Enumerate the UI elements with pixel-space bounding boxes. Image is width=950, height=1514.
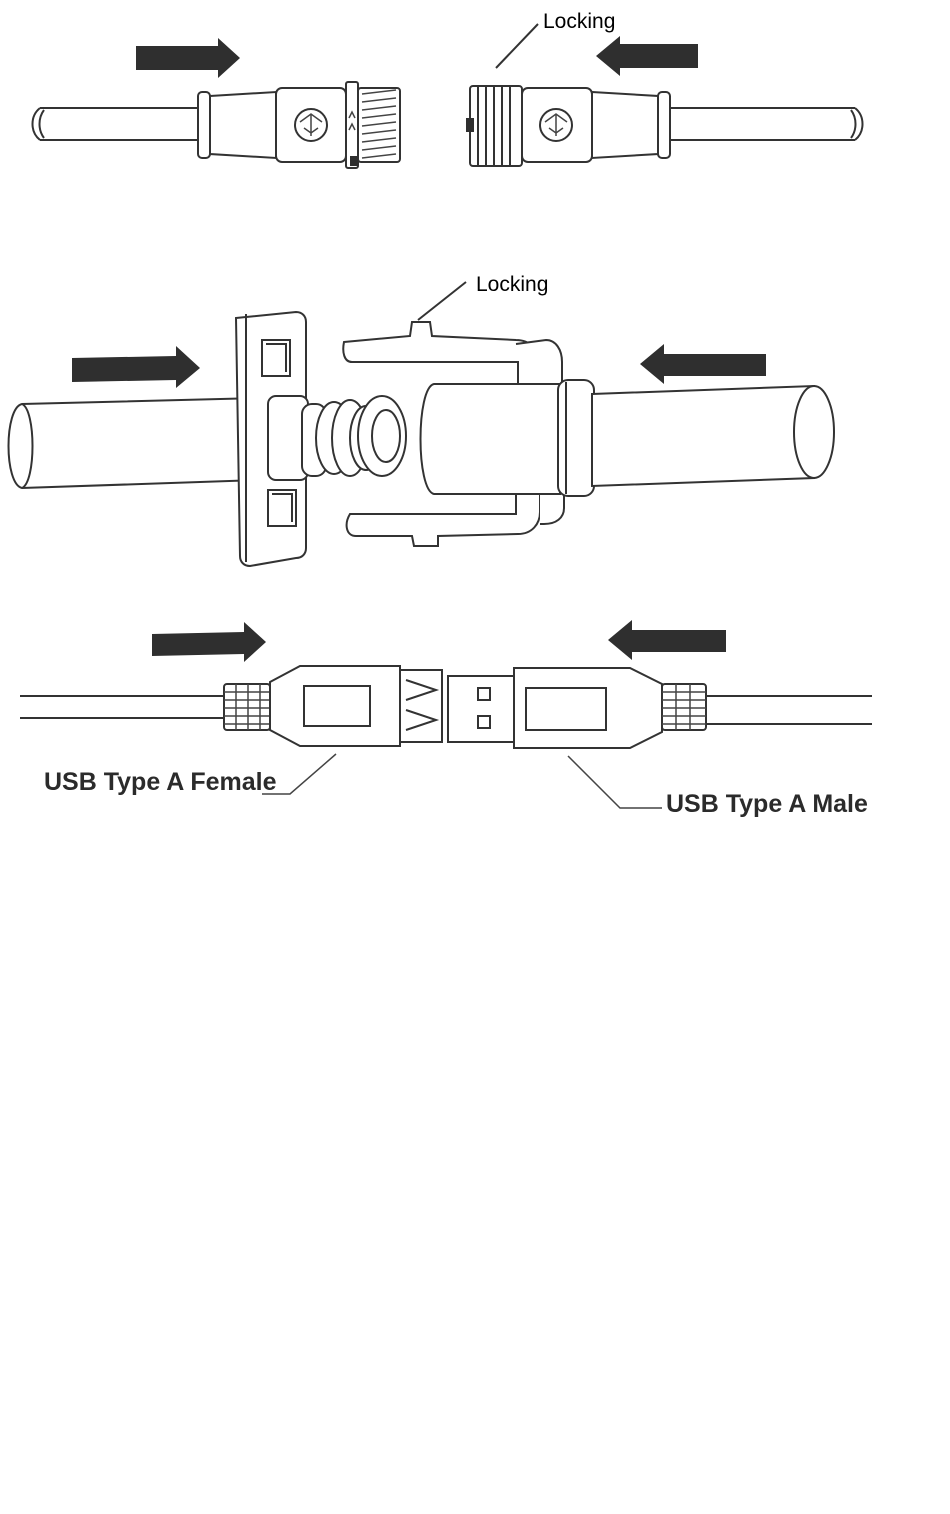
female-connector: [466, 86, 670, 166]
panel-threaded-connector: Locking: [33, 10, 863, 168]
usb-male-label: USB Type A Male: [666, 790, 868, 818]
locking-callout-top: Locking: [496, 10, 615, 68]
locking-label-middle: Locking: [476, 273, 548, 296]
usb-female-connector: [270, 666, 442, 746]
arrow-left-icon: [640, 344, 766, 384]
arrow-right-icon: [136, 38, 240, 78]
panel-usb-connector: USB Type A Female USB Type A Male: [20, 620, 872, 818]
arrow-right-icon: [72, 346, 200, 388]
left-cylinder: [9, 398, 261, 488]
arrow-left-icon: [596, 36, 698, 76]
male-pin: [268, 396, 406, 480]
locking-label-top: Locking: [543, 10, 615, 33]
right-cylinder: [592, 386, 834, 486]
arrow-left-icon: [608, 620, 726, 660]
usb-female-label: USB Type A Female: [44, 768, 277, 796]
usb-male-connector: [448, 668, 662, 748]
usb-male-strain-relief: [662, 684, 706, 730]
left-cable: [33, 108, 201, 140]
right-cable: [670, 108, 863, 140]
usb-female-callout: USB Type A Female: [44, 754, 336, 796]
locking-callout-middle: Locking: [418, 273, 548, 320]
arrow-right-icon: [152, 622, 266, 662]
panel-snap-connector: Locking: [9, 273, 835, 566]
usb-male-callout: USB Type A Male: [568, 756, 868, 818]
male-connector: [198, 82, 400, 168]
usb-female-cable: [20, 696, 224, 718]
usb-female-strain-relief: [224, 684, 270, 730]
usb-male-cable: [706, 696, 872, 724]
